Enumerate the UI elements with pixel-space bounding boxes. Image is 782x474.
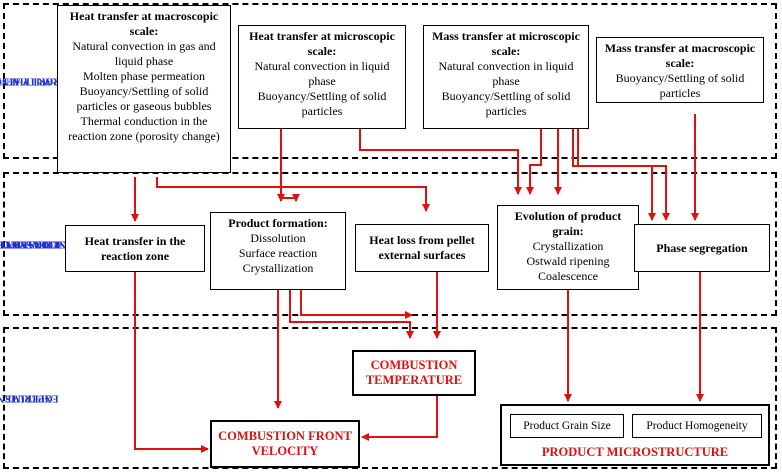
box-macro-heat-transfer: Heat transfer at macroscopic scale: Natu… xyxy=(57,5,231,173)
box-title: Mass transfer at macroscopic scale: xyxy=(604,41,756,70)
box-line: Buoyancy/Settling of solid particles xyxy=(441,89,571,118)
box-title: Heat transfer in the reaction zone xyxy=(84,233,186,263)
box-title: Heat transfer at macroscopic scale: xyxy=(69,9,219,38)
output-label: COMBUSTION FRONT VELOCITY xyxy=(218,429,352,458)
box-title: Evolution of product grain: xyxy=(514,209,622,238)
band-label-outputs: EXPERIMENTALOUTPUTS xyxy=(0,332,58,464)
output-front-velocity: COMBUSTION FRONT VELOCITY xyxy=(210,420,360,468)
box-phase-segregation: Phase segregation xyxy=(634,224,770,272)
output-microstructure-label: PRODUCT MICROSTRUCTURE xyxy=(541,445,729,459)
box-line: Buoyancy/Settling of solid particles xyxy=(615,71,745,100)
band-label-mechanisms: TRANSPORT ANDKINETICS MECHANISMSRELATED … xyxy=(0,176,104,312)
output-grain-size: Product Grain Size xyxy=(510,414,624,438)
box-reaction-zone: Heat transfer in the reaction zone xyxy=(65,225,205,272)
box-line: Coalescence xyxy=(538,269,598,283)
box-title: Heat transfer at microscopic scale: xyxy=(249,29,395,58)
box-title: Heat loss from pellet external surfaces xyxy=(369,233,475,262)
box-line: Thermal conduction in the reaction zone … xyxy=(68,114,220,143)
box-product-formation: Product formation: Dissolution Surface r… xyxy=(210,212,346,290)
box-line: Molten phase permeation xyxy=(83,69,205,83)
box-heat-loss: Heat loss from pellet external surfaces xyxy=(355,224,489,272)
box-line: Crystallization xyxy=(242,261,314,275)
output-combustion-temperature: COMBUSTION TEMPERATURE xyxy=(352,350,476,396)
box-line: Ostwald ripening xyxy=(526,254,610,268)
box-line: Buoyancy/Settling of solid particles xyxy=(257,89,387,118)
box-line: Dissolution xyxy=(250,231,306,245)
band-label-gravity: GRAVITY AFFECTEDTRANSPORT PHENOMENA xyxy=(0,8,93,154)
output-label: COMBUSTION TEMPERATURE xyxy=(365,358,463,387)
box-line: Natural convection in liquid phase xyxy=(254,59,390,88)
box-line: Crystallization xyxy=(532,239,604,253)
box-title: Product formation: xyxy=(228,216,328,230)
band-label-line: OUTPUTS xyxy=(4,392,53,404)
box-title: Phase segregation xyxy=(656,240,748,255)
box-line: Surface reaction xyxy=(238,246,318,260)
box-grain-evolution: Evolution of product grain: Crystallizat… xyxy=(497,205,639,290)
box-title: Mass transfer at microscopic scale: xyxy=(432,29,580,58)
box-micro-heat-transfer: Heat transfer at microscopic scale: Natu… xyxy=(238,25,406,129)
output-product-microstructure: Product Grain Size Product Homogeneity P… xyxy=(500,404,770,466)
box-line: Natural convection in liquid phase xyxy=(438,59,574,88)
output-homogeneity: Product Homogeneity xyxy=(632,414,762,438)
box-line: Buoyancy/Settling of solid particles or … xyxy=(76,84,212,113)
box-micro-mass-transfer: Mass transfer at microscopic scale: Natu… xyxy=(423,25,589,129)
box-macro-mass-transfer: Mass transfer at macroscopic scale: Buoy… xyxy=(596,37,764,103)
box-line: Natural convection in gas and liquid pha… xyxy=(72,39,216,68)
